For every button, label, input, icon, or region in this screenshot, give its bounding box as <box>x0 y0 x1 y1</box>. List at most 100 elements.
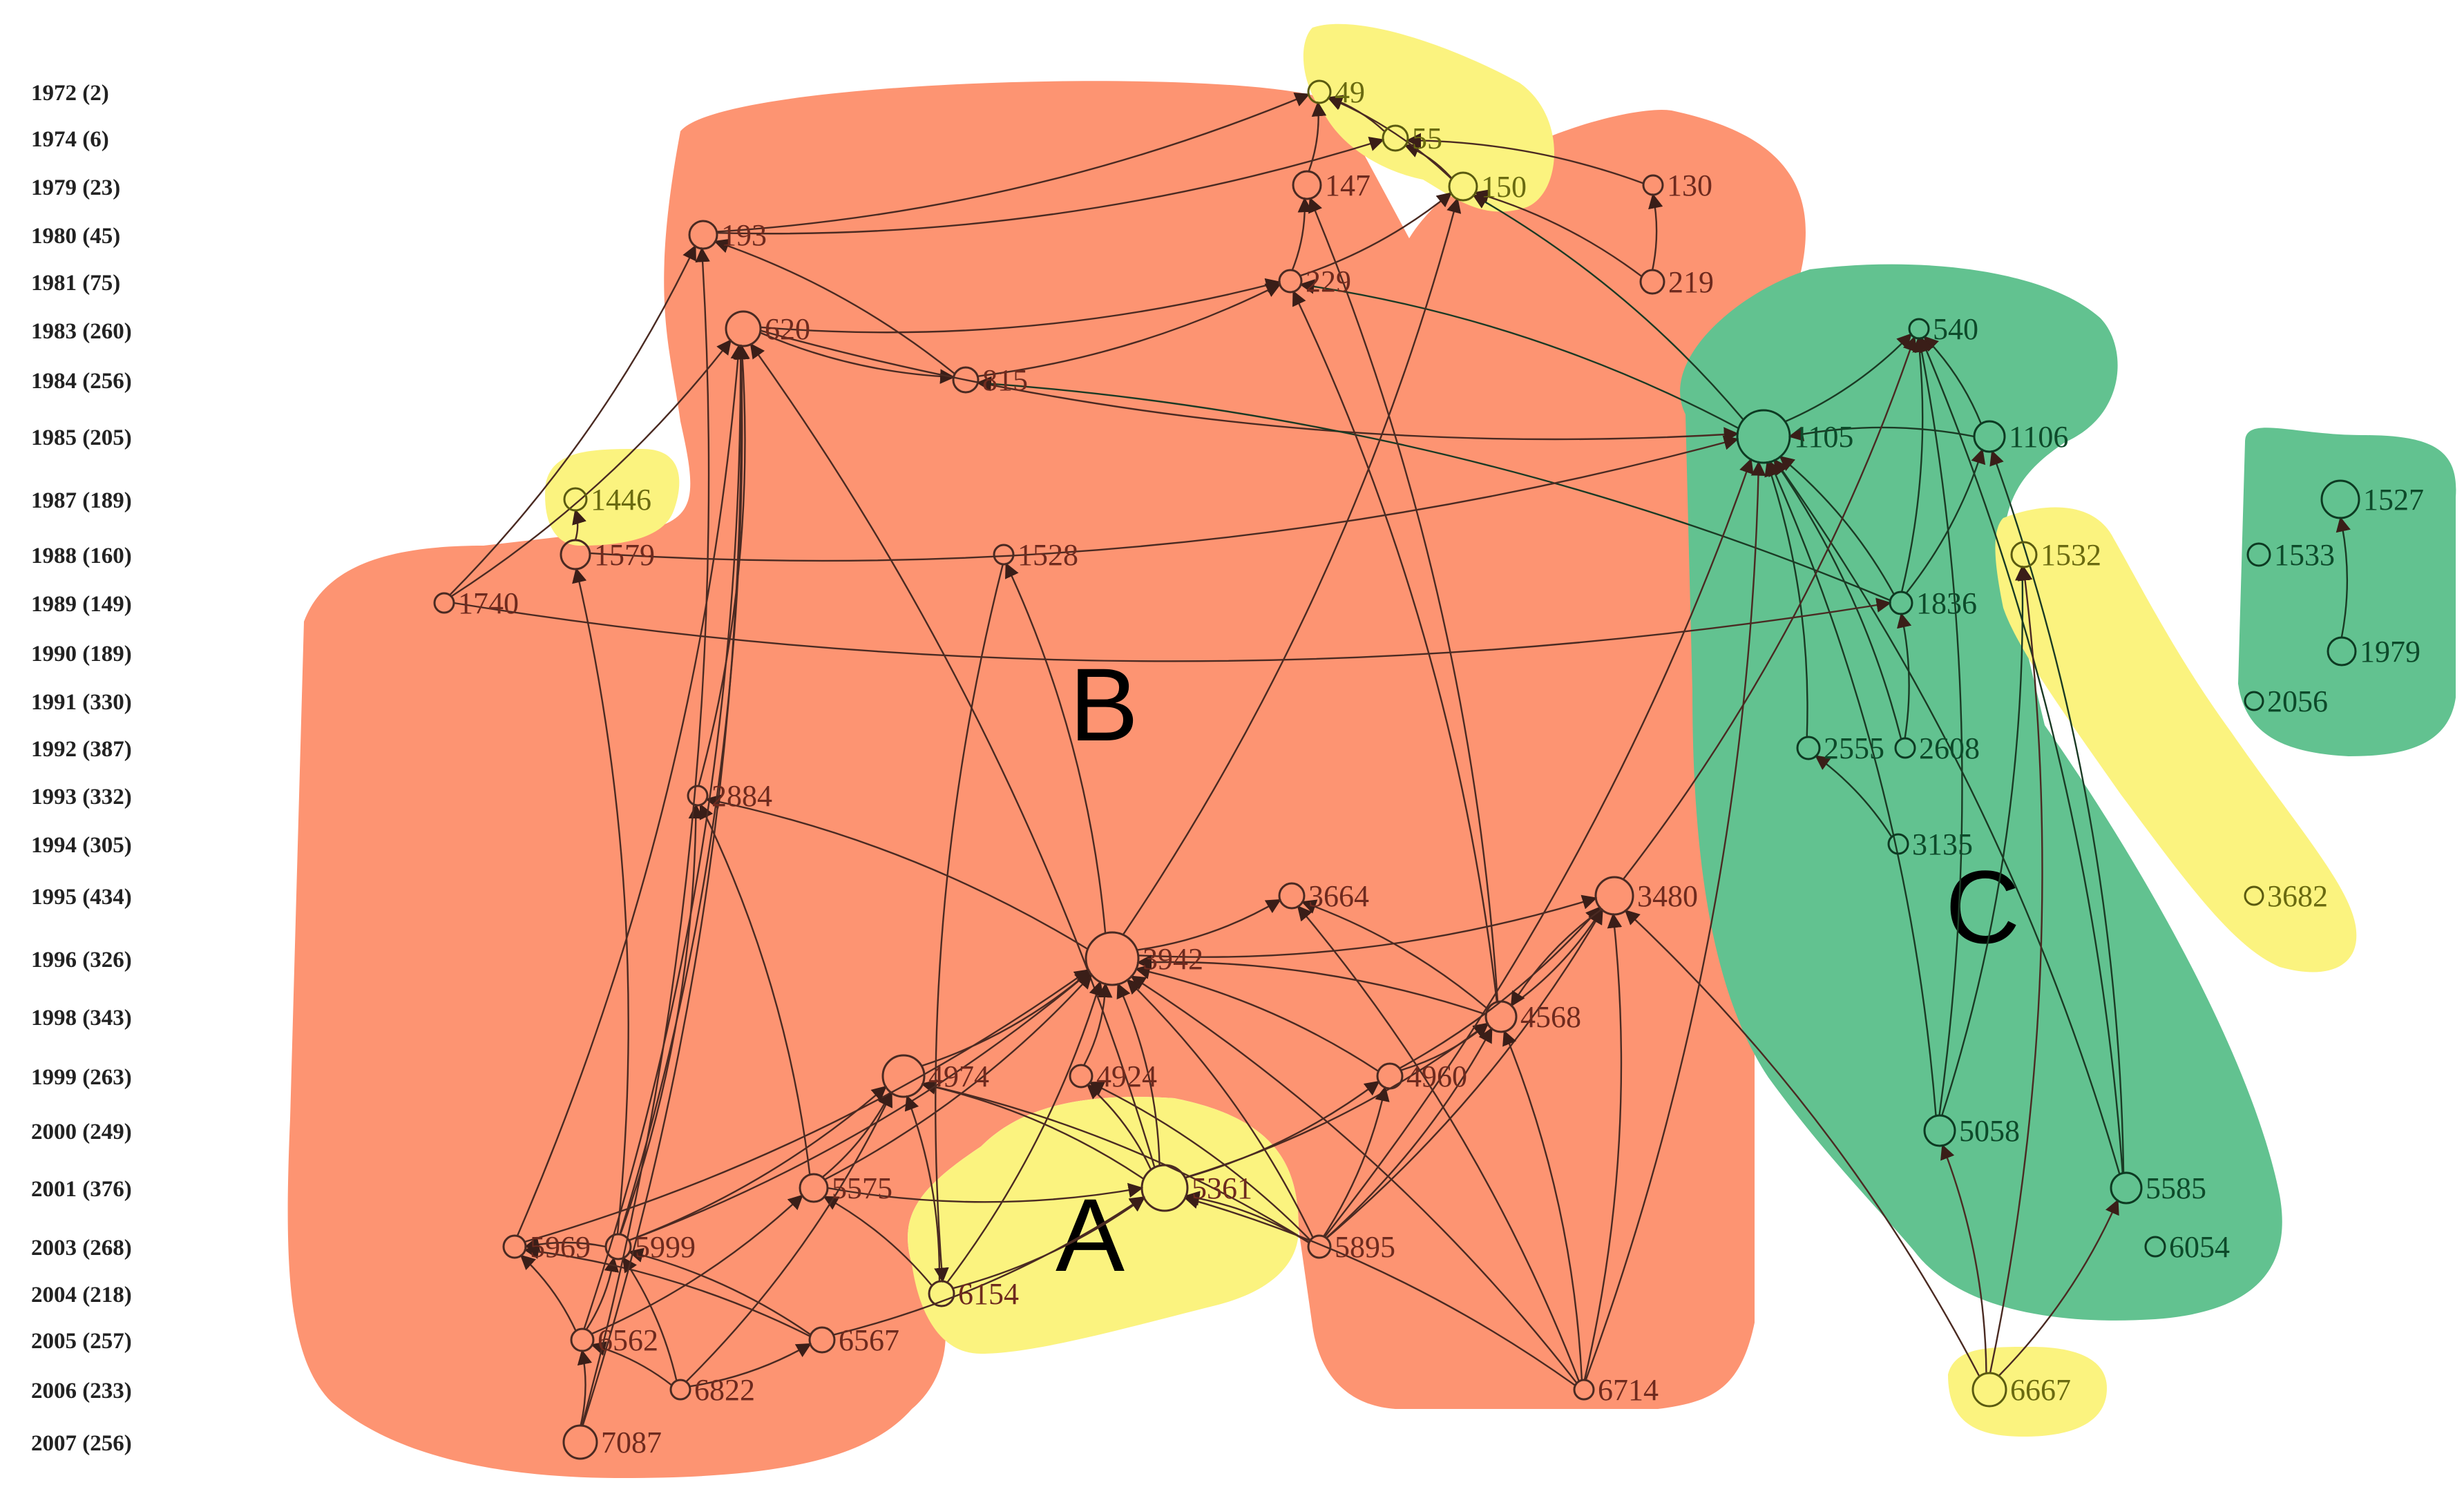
paper-node[interactable]: 1105 <box>1736 409 1853 464</box>
node-circle[interactable] <box>2144 1236 2166 1258</box>
node-circle[interactable] <box>1376 1062 1404 1090</box>
paper-node[interactable]: 5575 <box>799 1171 892 1205</box>
node-circle[interactable] <box>1736 409 1791 464</box>
paper-node[interactable]: 6562 <box>570 1323 658 1357</box>
node-circle[interactable] <box>1639 269 1665 295</box>
node-circle[interactable] <box>1278 269 1303 294</box>
node-circle[interactable] <box>952 366 980 394</box>
paper-node[interactable]: 2884 <box>687 779 772 813</box>
node-circle[interactable] <box>1573 1379 1595 1401</box>
paper-node[interactable]: 150 <box>1448 170 1527 204</box>
node-circle[interactable] <box>1796 736 1821 760</box>
paper-node[interactable]: 2555 <box>1796 731 1884 765</box>
paper-node[interactable]: 1528 <box>993 538 1078 572</box>
node-circle[interactable] <box>570 1327 595 1352</box>
node-circle[interactable] <box>2010 541 2038 568</box>
paper-node[interactable]: 620 <box>725 310 810 347</box>
node-circle[interactable] <box>1307 1234 1332 1259</box>
node-circle[interactable] <box>1278 882 1306 910</box>
node-circle[interactable] <box>799 1173 829 1203</box>
node-circle[interactable] <box>1382 124 1409 152</box>
paper-node[interactable]: 229 <box>1278 265 1351 298</box>
paper-node[interactable]: 193 <box>688 218 767 252</box>
node-circle[interactable] <box>560 539 591 570</box>
node-circle[interactable] <box>688 220 718 250</box>
paper-node[interactable]: 3682 <box>2244 879 2328 913</box>
node-circle[interactable] <box>725 310 762 347</box>
paper-node[interactable]: 147 <box>1292 169 1371 202</box>
paper-node[interactable]: 1527 <box>2320 479 2424 519</box>
paper-node[interactable]: 5969 <box>502 1230 591 1264</box>
node-circle[interactable] <box>433 592 455 614</box>
node-circle[interactable] <box>563 487 588 512</box>
paper-node[interactable]: 5058 <box>1923 1114 2020 1148</box>
node-circle[interactable] <box>2320 479 2360 519</box>
paper-node[interactable]: 815 <box>952 363 1028 397</box>
paper-node[interactable]: 6154 <box>928 1277 1019 1311</box>
node-circle[interactable] <box>669 1379 691 1401</box>
node-circle[interactable] <box>1971 1372 2007 1408</box>
paper-node[interactable]: 1579 <box>560 538 655 572</box>
node-circle[interactable] <box>2246 542 2271 567</box>
paper-node[interactable]: 6822 <box>669 1373 755 1407</box>
node-circle[interactable] <box>881 1054 926 1098</box>
paper-node[interactable]: 5895 <box>1307 1230 1395 1264</box>
paper-node[interactable]: 5585 <box>2110 1171 2206 1205</box>
node-circle[interactable] <box>1140 1164 1189 1212</box>
paper-node[interactable]: 540 <box>1908 312 1978 346</box>
node-circle[interactable] <box>1923 1114 1956 1147</box>
node-circle[interactable] <box>1642 174 1664 196</box>
paper-node[interactable]: 2056 <box>2244 684 2328 718</box>
paper-node[interactable]: 1979 <box>2327 635 2420 669</box>
node-circle[interactable] <box>1448 171 1478 202</box>
node-circle[interactable] <box>1484 1000 1518 1033</box>
node-circle[interactable] <box>1908 318 1930 340</box>
node-circle[interactable] <box>562 1424 598 1460</box>
paper-node[interactable]: 1106 <box>1973 420 2068 454</box>
node-circle[interactable] <box>2110 1171 2143 1205</box>
paper-node[interactable]: 4960 <box>1376 1059 1467 1093</box>
node-circle[interactable] <box>502 1234 527 1259</box>
paper-node[interactable]: 3942 <box>1085 931 1203 986</box>
node-circle[interactable] <box>993 544 1015 566</box>
node-circle[interactable] <box>928 1280 955 1307</box>
paper-node[interactable]: 2608 <box>1894 731 1980 765</box>
paper-node[interactable]: 6714 <box>1573 1373 1659 1407</box>
node-circle[interactable] <box>1292 170 1322 200</box>
paper-node[interactable]: 1533 <box>2246 538 2335 572</box>
node-circle[interactable] <box>2244 885 2264 906</box>
node-circle[interactable] <box>1594 876 1634 916</box>
node-circle[interactable] <box>687 785 709 807</box>
paper-node[interactable]: 6054 <box>2144 1230 2230 1264</box>
paper-node[interactable]: 4568 <box>1484 1000 1581 1034</box>
node-circle[interactable] <box>808 1326 836 1354</box>
node-circle[interactable] <box>1887 833 1909 855</box>
paper-node[interactable]: 49 <box>1307 75 1365 109</box>
paper-node[interactable]: 5999 <box>604 1230 696 1264</box>
paper-node[interactable]: 55 <box>1382 122 1442 155</box>
paper-node[interactable]: 7087 <box>562 1424 662 1460</box>
paper-node[interactable]: 1446 <box>563 483 651 517</box>
node-circle[interactable] <box>1085 931 1140 986</box>
paper-node[interactable]: 4924 <box>1069 1059 1157 1093</box>
paper-node[interactable]: 3135 <box>1887 827 1973 861</box>
paper-node[interactable]: 1532 <box>2010 538 2101 572</box>
node-circle[interactable] <box>1973 420 2006 453</box>
node-circle[interactable] <box>604 1233 632 1260</box>
node-circle[interactable] <box>2327 636 2357 667</box>
paper-node[interactable]: 6567 <box>808 1323 899 1357</box>
paper-node[interactable]: 5361 <box>1140 1164 1252 1212</box>
paper-node[interactable]: 6667 <box>1971 1372 2071 1408</box>
paper-node[interactable]: 130 <box>1642 169 1712 202</box>
paper-node[interactable]: 3480 <box>1594 876 1698 916</box>
node-circle[interactable] <box>1889 591 1913 615</box>
paper-node[interactable]: 1740 <box>433 586 519 620</box>
paper-node[interactable]: 4974 <box>881 1054 989 1098</box>
node-circle[interactable] <box>1307 79 1332 104</box>
paper-node[interactable]: 1836 <box>1889 586 1977 620</box>
node-circle[interactable] <box>2244 691 2264 711</box>
paper-node[interactable]: 219 <box>1639 265 1714 299</box>
node-circle[interactable] <box>1894 737 1916 759</box>
node-circle[interactable] <box>1069 1064 1093 1089</box>
paper-node[interactable]: 3664 <box>1278 879 1369 913</box>
